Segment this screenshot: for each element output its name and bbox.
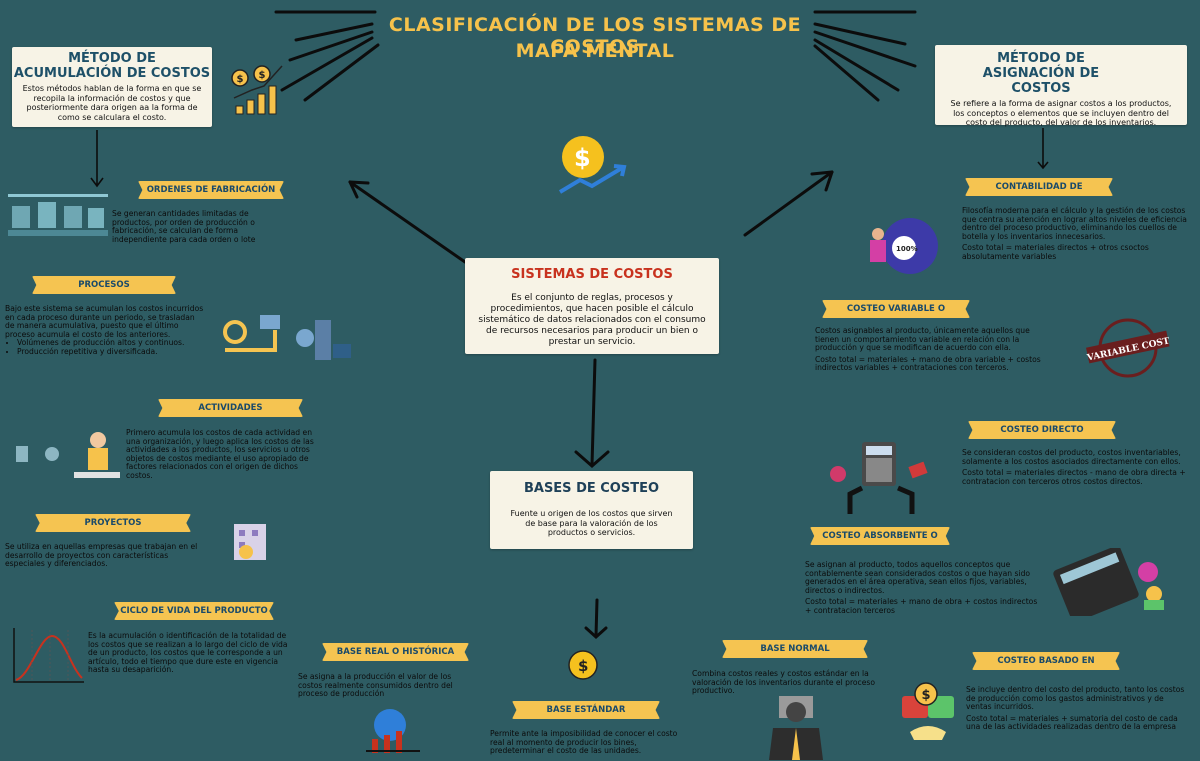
calculator-icon (1053, 548, 1164, 616)
procesos-bullets: Volúmenes de producción altos y continuo… (5, 339, 205, 356)
assignment-method-text: Se refiere a la forma de asignar costos … (950, 99, 1172, 127)
text-procesos: Bajo este sistema se acumulan los costos… (5, 304, 205, 357)
tag-contabilidad-rendimiento: CONTABILIDAD DE RENDIMIENTO (965, 178, 1113, 196)
assignment-method-card: MÉTODO DE ASIGNACIÓN DE COSTOS Se refier… (935, 45, 1187, 127)
worker-icon (16, 432, 120, 478)
team-target-icon: 100% (870, 218, 938, 274)
page-title: CLASIFICACIÓN DE LOS SISTEMAS DE COSTOS (388, 14, 802, 58)
text-base-real: Se asigna a la producción el valor de lo… (298, 672, 453, 699)
tag-costeo-variable: COSTEO VARIABLE O MARGINAL (822, 300, 970, 318)
text-abc-body: Se incluye dentro del costo del producto… (966, 685, 1185, 712)
center-title: SISTEMAS DE COSTOS (511, 267, 673, 282)
svg-text:$: $ (578, 657, 588, 675)
formula-absorbente: Costo total = materiales + mano de obra … (805, 597, 1038, 615)
dollar-chart-icon: $ $ (231, 65, 283, 115)
svg-text:$: $ (574, 144, 591, 172)
life-cycle-chart-icon (13, 628, 84, 683)
text-actividades: Primero acumula los costos de cada activ… (126, 428, 314, 480)
text-directo-body: Se consideran costos del producto, costo… (962, 448, 1181, 466)
tag-base-real: BASE REAL O HISTÓRICA (322, 643, 469, 661)
text-procesos-body: Bajo este sistema se acumulan los costos… (5, 304, 204, 339)
procesos-bullet-1: Volúmenes de producción altos y continuo… (17, 339, 205, 348)
coin-icon: $ (568, 650, 598, 680)
accumulation-method-text: Estos métodos hablan de la forma en que … (22, 84, 202, 122)
tag-costeo-absorbente: COSTEO ABSORBENTE O COMPLETO (810, 527, 950, 545)
calculator-hands-icon (830, 442, 928, 514)
tag-ordenes: ORDENES DE FABRICACIÓN (138, 181, 284, 199)
svg-text:$: $ (259, 70, 266, 81)
formula-directo: Costo total = materiales directos - mano… (962, 468, 1186, 486)
dollar-growth-icon: $ (558, 136, 627, 194)
bases-text: Fuente u origen de los costos que sirven… (510, 509, 673, 537)
tag-costeo-actividades: COSTEO BASADO EN ACTIVIDADES (972, 652, 1120, 670)
tag-costeo-directo: COSTEO DIRECTO (968, 421, 1116, 439)
text-ordenes: Se generan cantidades limitadas de produ… (112, 209, 256, 244)
text-base-estandar: Permite ante la imposibilidad de conocer… (490, 729, 678, 756)
tag-proyectos: PROYECTOS (35, 514, 191, 532)
text-variable-body: Costos asignables al producto, únicament… (815, 326, 1030, 353)
procesos-bullet-2: Producción repetitiva y diversificada. (17, 347, 205, 357)
formula-abc: Costo total = materiales + sumatoria del… (966, 713, 1178, 732)
bases-card: BASES DE COSTEO Fuente u origen de los c… (490, 471, 693, 549)
text-proyectos: Se utiliza en aquellas empresas que trab… (5, 542, 198, 569)
variable-cost-stamp: VARIABLE COST (1085, 318, 1171, 378)
formula-variable: Costo total = materiales + mano de obra … (815, 354, 1041, 373)
svg-text:$: $ (922, 688, 931, 703)
tag-ciclo-vida: CICLO DE VIDA DEL PRODUCTO (114, 602, 274, 620)
building-icon (234, 524, 266, 560)
page-subtitle: MAPA MENTAL (515, 40, 675, 62)
formula-contabilidad: Costo total = materiales directos + otro… (962, 243, 1149, 261)
globe-chart-icon (366, 709, 420, 753)
tag-actividades: ACTIVIDADES (158, 399, 303, 417)
text-contabilidad-rendimiento: Filosofía moderna para el cálculo y la g… (962, 206, 1190, 265)
assignment-method-title: MÉTODO DE ASIGNACIÓN DE COSTOS (982, 51, 1100, 96)
factory-line-icon (8, 194, 108, 236)
text-costeo-actividades: Se incluye dentro del costo del producto… (966, 685, 1191, 735)
accumulation-method-title: MÉTODO DE ACUMULACIÓN DE COSTOS (13, 51, 211, 81)
dollar-card-icon: $ (902, 682, 954, 740)
accumulation-method-card: MÉTODO DE ACUMULACIÓN DE COSTOS Estos mé… (12, 47, 212, 127)
center-card: SISTEMAS DE COSTOS Es el conjunto de reg… (465, 258, 719, 354)
svg-text:$: $ (237, 74, 244, 85)
text-costeo-directo: Se consideran costos del producto, costo… (962, 448, 1190, 489)
bases-title: BASES DE COSTEO (523, 481, 660, 496)
text-ciclo-vida: Es la acumulación o identificación de la… (88, 631, 288, 675)
tag-procesos: PROCESOS (32, 276, 176, 294)
text-absorbente-body: Se asignan al producto, todos aquellos c… (805, 560, 1031, 595)
text-costeo-absorbente: Se asignan al producto, todos aquellos c… (805, 560, 1040, 619)
svg-text:100%: 100% (896, 245, 918, 253)
text-costeo-variable: Costos asignables al producto, únicament… (815, 326, 1048, 376)
businessman-icon (769, 696, 823, 760)
center-text: Es el conjunto de reglas, procesos y pro… (478, 293, 706, 347)
text-base-normal: Combina costos reales y costos estándar … (692, 669, 875, 696)
tag-base-normal: BASE NORMAL (722, 640, 868, 658)
text-contabilidad-body: Filosofía moderna para el cálculo y la g… (962, 206, 1187, 241)
tag-base-estandar: BASE ESTÁNDAR (512, 701, 660, 719)
gears-process-icon (223, 315, 351, 360)
